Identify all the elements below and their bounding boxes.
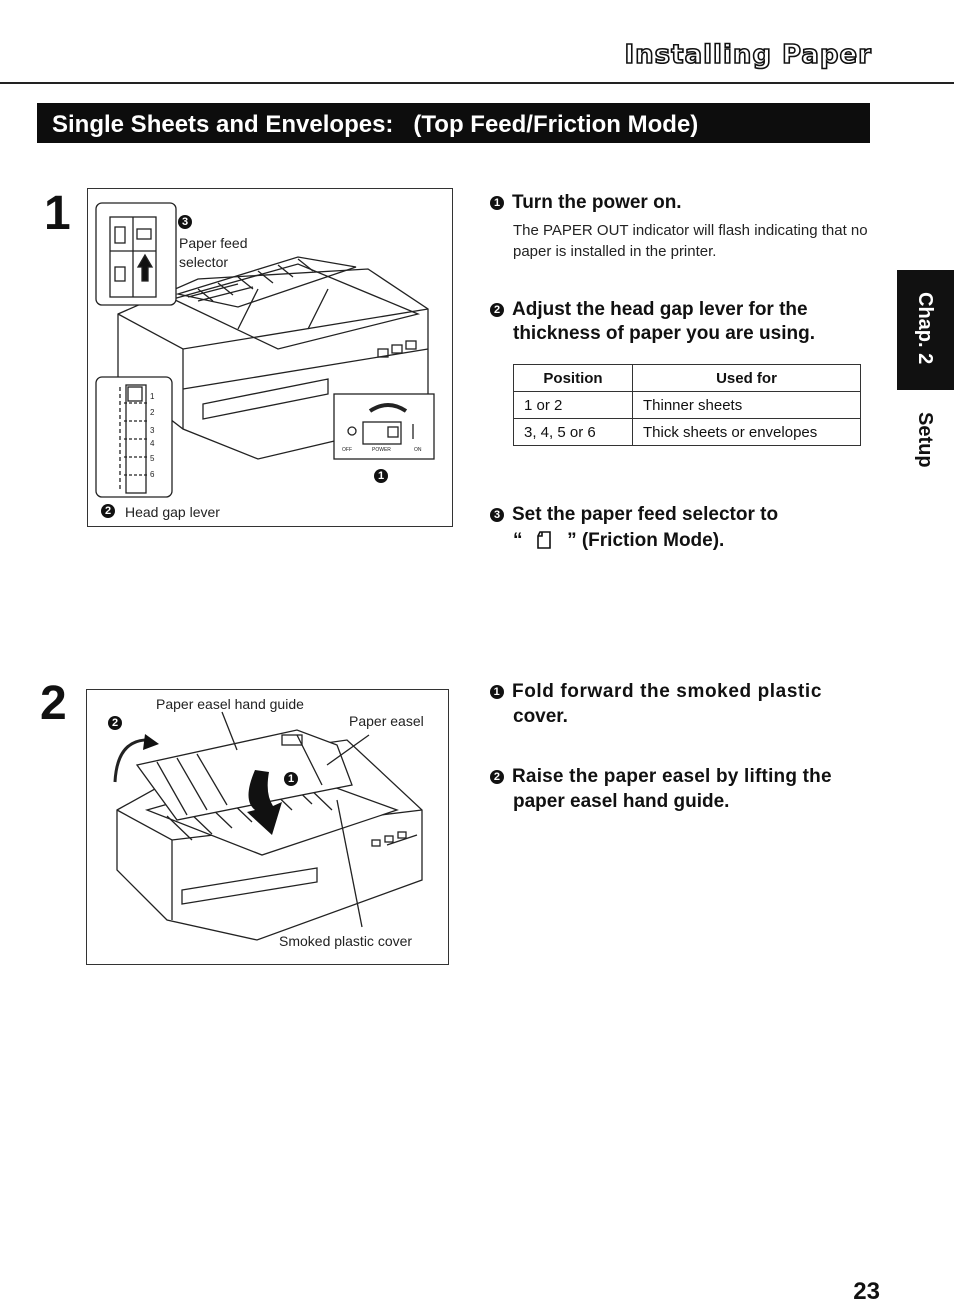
head-gap-table: Position Used for 1 or 2 Thinner sheets … (513, 364, 861, 446)
running-header: Installing Paper (624, 39, 872, 71)
table-header-position: Position (513, 364, 633, 392)
step1-item2-marker: 2 (490, 303, 504, 317)
page-number: 23 (853, 1278, 880, 1305)
head-gap-marker: 2 (101, 504, 115, 518)
step-1-number: 1 (44, 187, 71, 240)
power-marker: 1 (374, 469, 388, 483)
scale-tick-3: 3 (150, 426, 155, 435)
step-2-figure: Paper easel hand guide Paper easel Smoke… (86, 689, 449, 965)
hand-guide-label: Paper easel hand guide (156, 696, 304, 712)
step2-item2-heading: 2 Raise the paper easel by lifting the (490, 765, 874, 789)
printer-illustration: 1 2 3 4 5 6 OFF POWER ON (95, 202, 435, 498)
cover-label: Smoked plastic cover (279, 933, 413, 949)
step2-item1-title-line1: Fold forward the smoked plastic (512, 681, 822, 702)
scale-tick-5: 5 (150, 454, 155, 463)
table-row: 1 or 2 Thinner sheets (513, 391, 861, 419)
scale-tick-4: 4 (150, 439, 155, 448)
step2-item2-title-line1: Raise the paper easel by lifting the (512, 766, 832, 787)
table-cell: 3, 4, 5 or 6 (513, 418, 633, 446)
table-cell: 1 or 2 (513, 391, 633, 419)
step1-item1-title: Turn the power on. (512, 192, 682, 213)
chapter-tab: Chap. 2 (897, 270, 954, 390)
power-off-text: OFF (342, 447, 352, 453)
selector-label-line2: selector (179, 254, 229, 270)
quote-close-text: ” (Friction Mode). (567, 530, 725, 551)
table-header-used-for: Used for (632, 364, 861, 392)
head-gap-label: Head gap lever (125, 504, 220, 520)
power-text: POWER (372, 447, 391, 453)
step2-item1-title-line2: cover. (513, 706, 568, 727)
step1-item1-body: The PAPER OUT indicator will flash indic… (513, 222, 868, 260)
chapter-tab-label: Chap. 2 (914, 292, 936, 365)
power-on-text: ON (414, 447, 422, 453)
friction-mode-icon (536, 531, 551, 549)
printer-easel-illustration (113, 711, 423, 941)
step-1-figure: 1 2 3 4 5 6 OFF POWER ON 3 Paper feed se… (87, 188, 453, 527)
step2-item2-title-line2: paper easel hand guide. (513, 791, 730, 812)
scale-tick-2: 2 (150, 408, 155, 417)
step2-item2-marker: 2 (490, 770, 504, 784)
table-cell: Thinner sheets (632, 391, 861, 419)
table-row: 3, 4, 5 or 6 Thick sheets or envelopes (513, 418, 861, 446)
section-tab-label: Setup (914, 412, 936, 468)
quote-open: “ (513, 530, 523, 551)
step2-item1-marker: 1 (490, 685, 504, 699)
scale-tick-6: 6 (150, 470, 155, 479)
scale-tick-1: 1 (150, 392, 155, 401)
table-cell: Thick sheets or envelopes (632, 418, 861, 446)
step1-item3-title-line2: “ ” (Friction Mode). (513, 528, 724, 553)
step1-item2-title-line1: Adjust the head gap lever for the (512, 299, 808, 320)
step1-item3-heading: 3 Set the paper feed selector to (490, 503, 778, 527)
step1-item1-heading: 1 Turn the power on. (490, 191, 682, 215)
step1-item2-heading: 2 Adjust the head gap lever for the (490, 298, 808, 322)
selector-marker: 3 (178, 215, 192, 229)
easel-label: Paper easel (349, 713, 424, 729)
step-2-number: 2 (40, 677, 67, 730)
step1-item3-marker: 3 (490, 508, 504, 522)
cover-marker: 1 (284, 772, 298, 786)
section-banner: Single Sheets and Envelopes: (Top Feed/F… (37, 103, 870, 143)
step2-item1-heading: 1 Fold forward the smoked plastic (490, 680, 874, 704)
step1-item2-title-line2: thickness of paper you are using. (513, 323, 815, 344)
selector-label-line1: Paper feed (179, 235, 248, 251)
header-rule (0, 82, 954, 84)
easel-marker: 2 (108, 716, 122, 730)
step1-item3-title-line1: Set the paper feed selector to (512, 504, 779, 525)
table-header-row: Position Used for (513, 364, 861, 392)
step1-item1-marker: 1 (490, 196, 504, 210)
